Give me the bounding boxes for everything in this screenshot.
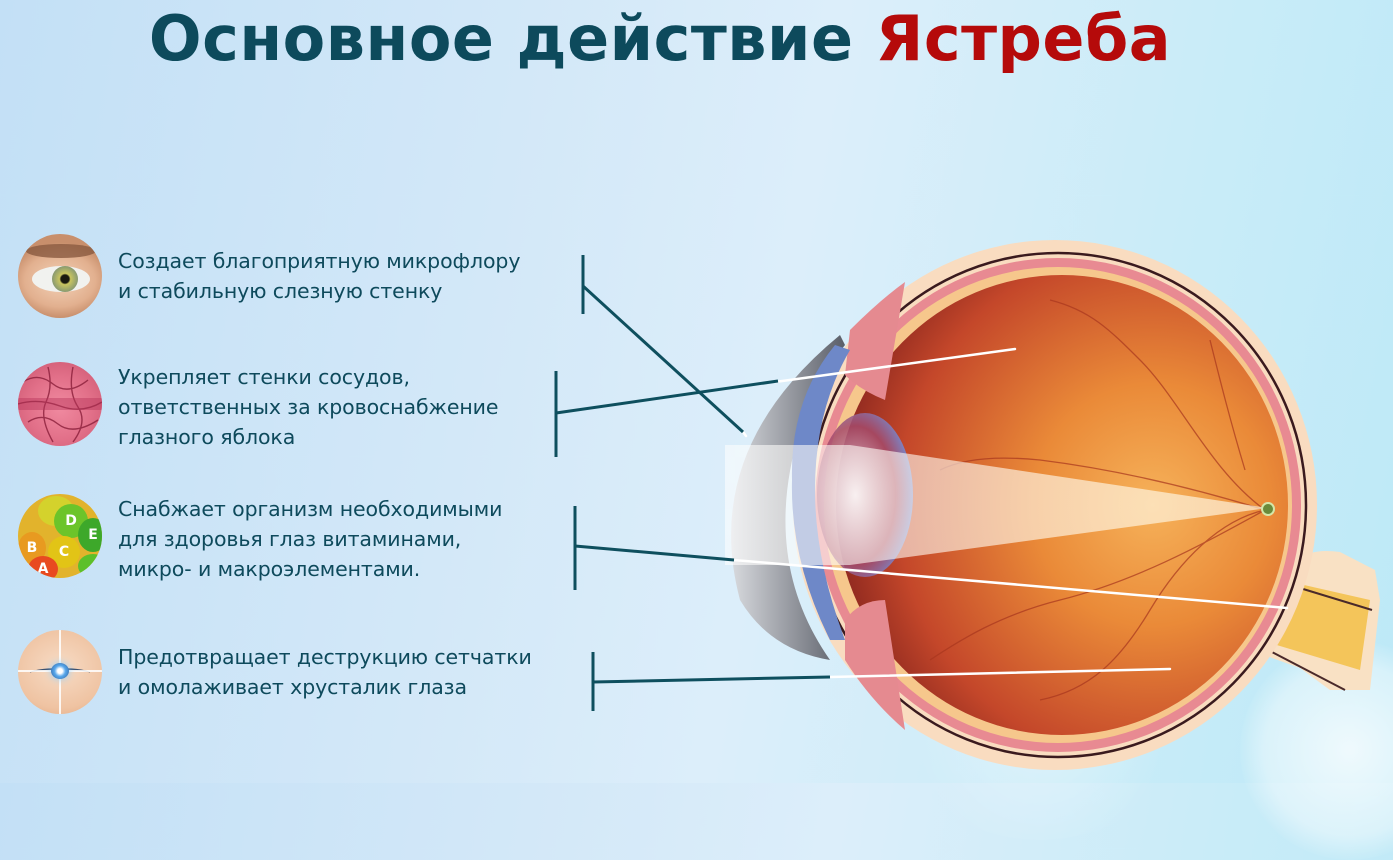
cornea [731, 335, 845, 660]
title-accent: Ястреба [875, 2, 1172, 75]
focal-point [1261, 502, 1275, 516]
benefit-item-retina: Предотвращает деструкцию сетчатки и омол… [18, 630, 532, 714]
blood-vessels-icon [18, 362, 102, 446]
connector-lines [554, 255, 831, 711]
benefit-text: Предотвращает деструкцию сетчатки и омол… [118, 645, 532, 699]
page-title: Основное действие Ястреба [0, 0, 1320, 78]
benefit-text: Снабжает организм необходимыми для здоро… [118, 497, 503, 581]
light-beam [725, 445, 1268, 565]
vitamins-icon: D E B C A [18, 494, 102, 578]
retinal-vessels [929, 299, 1266, 701]
title-main: Основное действие [148, 2, 854, 75]
eye-scan-icon [18, 630, 102, 714]
eye-diagram [554, 240, 1380, 770]
eye-closeup-icon [18, 234, 102, 318]
benefit-item-vessels: Укрепляет стенки сосудов, ответственных … [18, 362, 499, 452]
benefit-text: Создает благоприятную микрофлору и стаби… [118, 249, 521, 303]
benefit-text: Укрепляет стенки сосудов, ответственных … [118, 365, 499, 449]
benefit-item-microflora: Создает благоприятную микрофлору и стаби… [18, 234, 520, 318]
benefit-item-vitamins: D E B C A Снабжает организм необходимыми… [18, 494, 502, 584]
pointer-lines [732, 347, 1289, 679]
